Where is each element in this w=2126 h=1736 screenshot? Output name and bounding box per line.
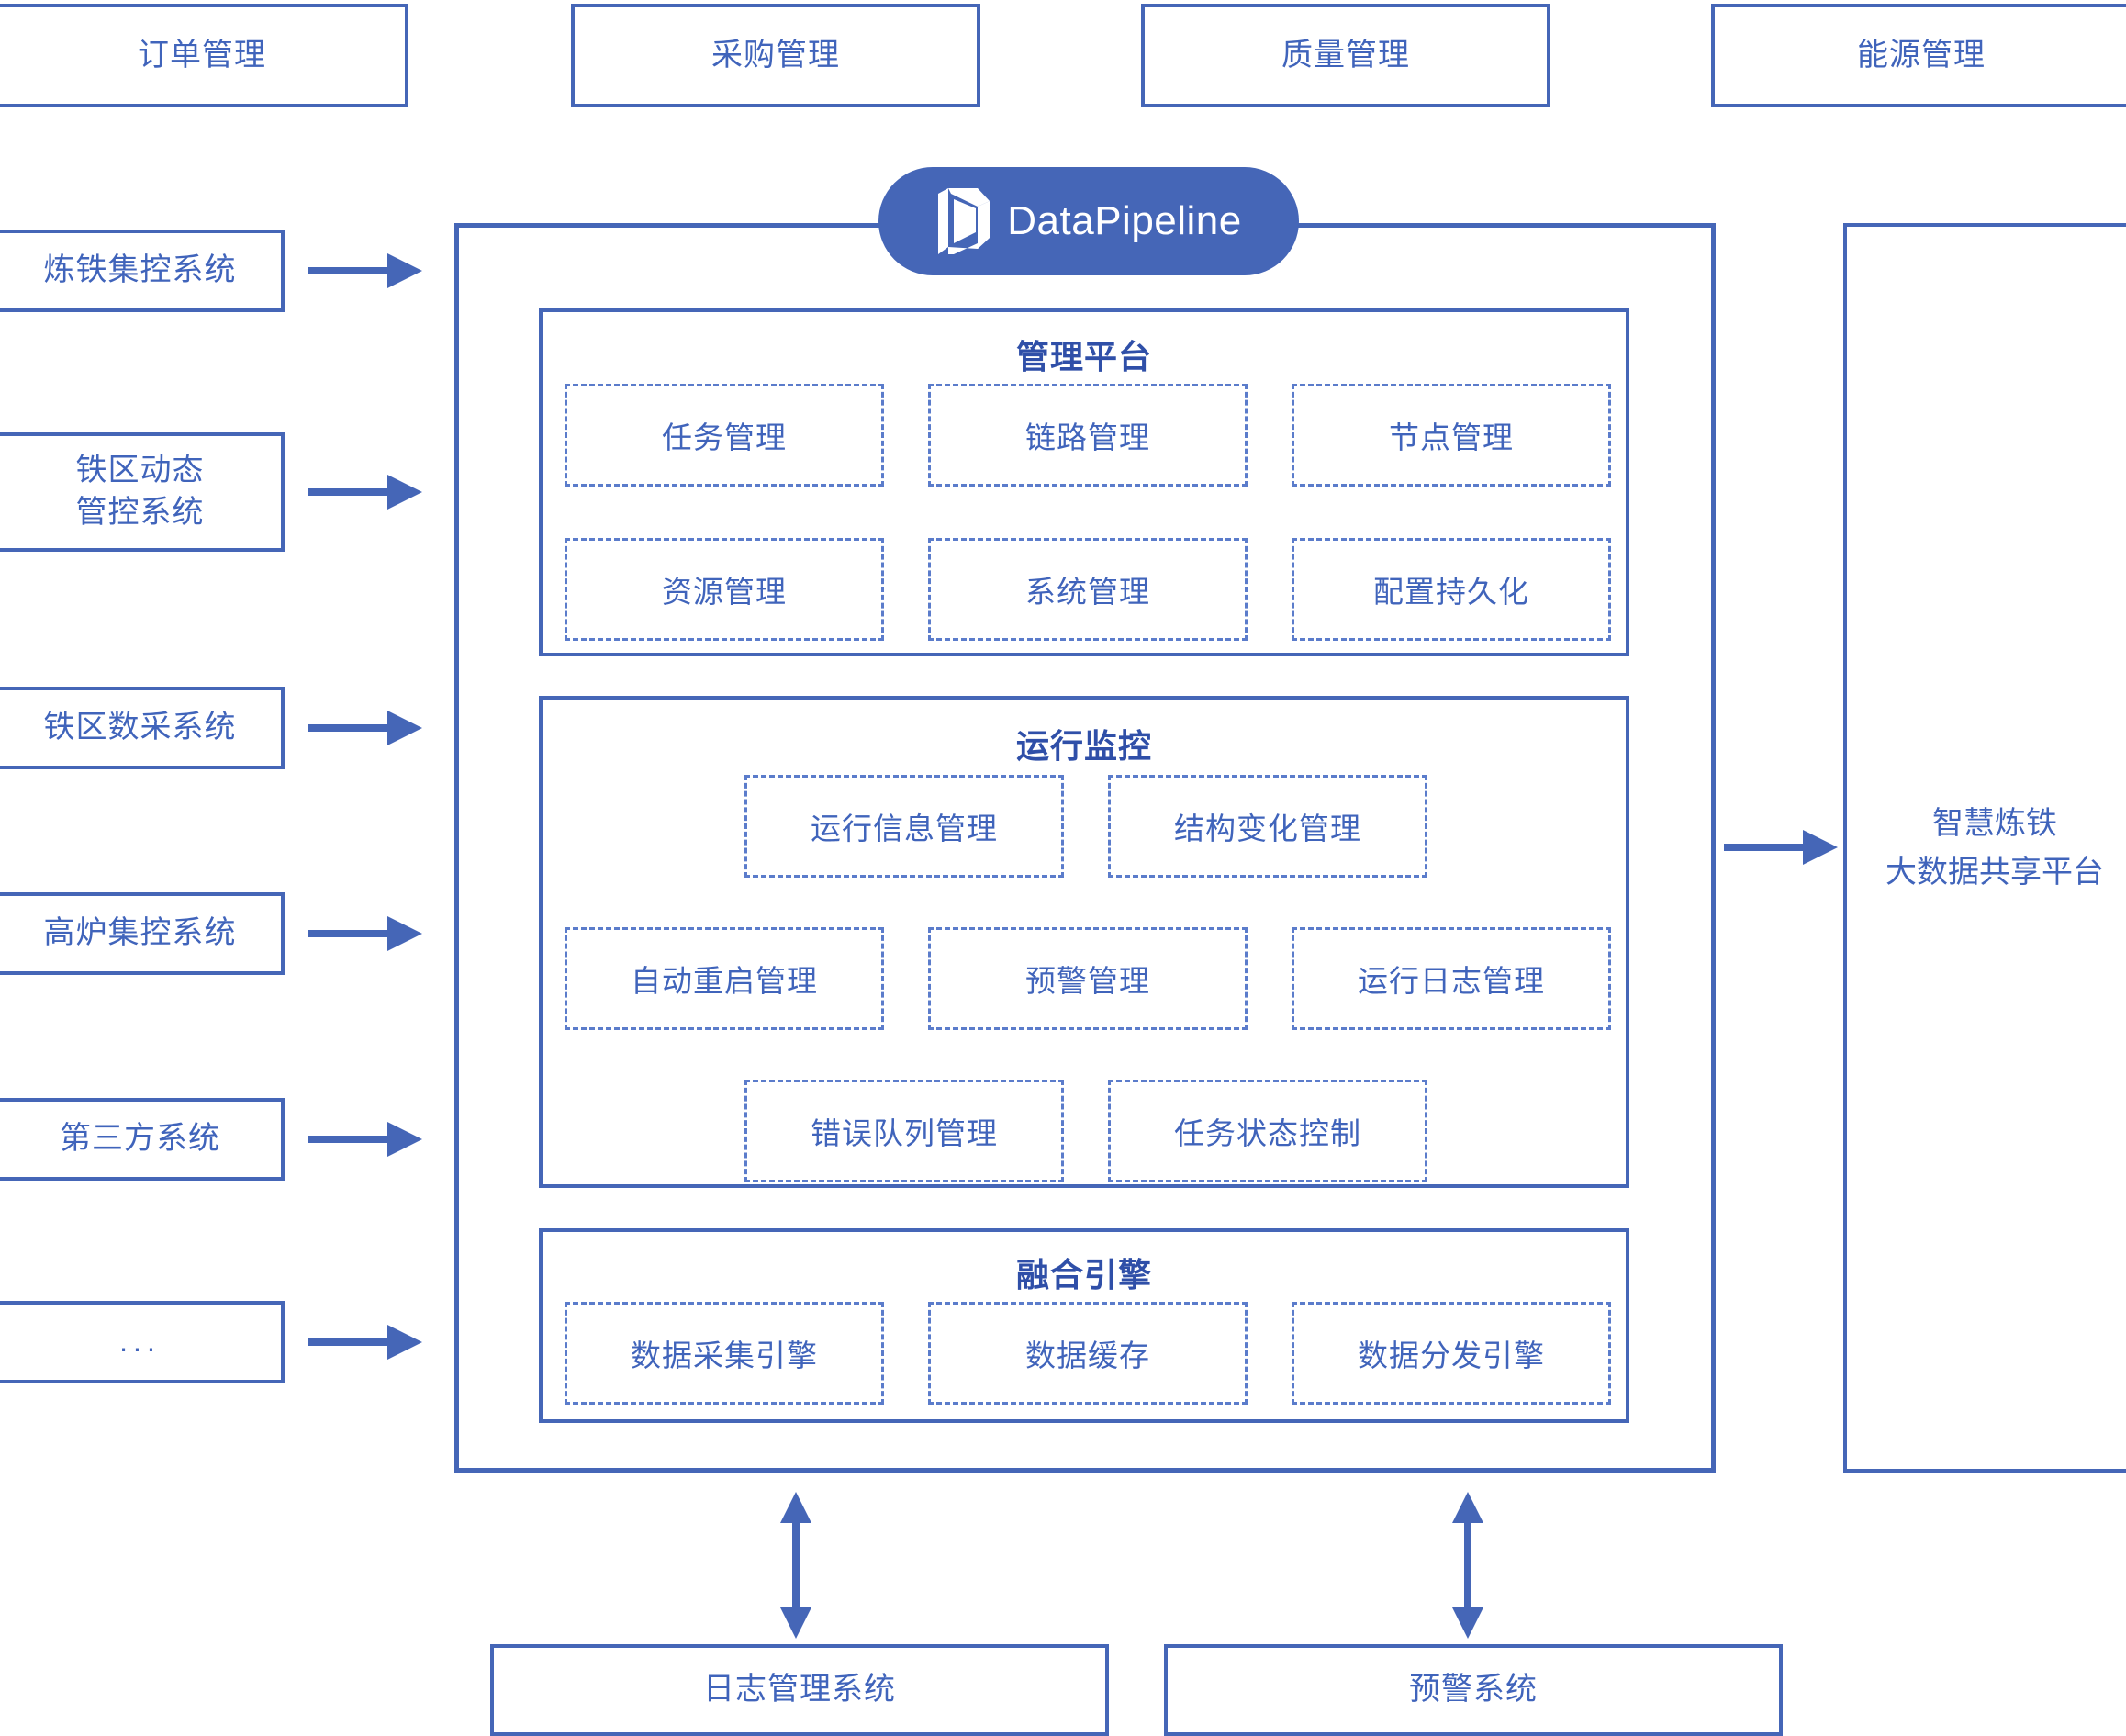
module-label: 任务管理 bbox=[662, 420, 787, 454]
module-label: 运行日志管理 bbox=[1358, 964, 1545, 998]
source-system-iron-area-data-collection[interactable]: 铁区数采系统 bbox=[0, 687, 285, 769]
section-fusion-engine: 融合引擎 数据采集引擎 数据缓存 数据分发引擎 bbox=[539, 1228, 1629, 1423]
source-system-label: 第三方系统 bbox=[60, 1121, 220, 1157]
module-task-management[interactable]: 任务管理 bbox=[565, 384, 884, 487]
module-system-management[interactable]: 系统管理 bbox=[928, 538, 1248, 641]
bidirectional-arrow-alert-system bbox=[1448, 1492, 1488, 1639]
bottom-system-label: 日志管理系统 bbox=[703, 1672, 896, 1708]
inbound-arrow-4 bbox=[308, 913, 422, 954]
top-system-quality-management[interactable]: 质量管理 bbox=[1141, 4, 1550, 107]
inbound-arrow-6 bbox=[308, 1322, 422, 1362]
module-label: 链路管理 bbox=[1025, 420, 1150, 454]
datapipeline-logo-text: DataPipeline bbox=[1007, 198, 1242, 243]
source-system-iron-area-dynamic-control[interactable]: 铁区动态 管控系统 bbox=[0, 432, 285, 552]
section-operations-monitoring: 运行监控 运行信息管理 结构变化管理 自动重启管理 预警管理 运行日志管理 错误… bbox=[539, 696, 1629, 1188]
module-auto-restart-management[interactable]: 自动重启管理 bbox=[565, 927, 884, 1030]
module-label: 数据分发引擎 bbox=[1358, 1338, 1545, 1372]
inbound-arrow-5 bbox=[308, 1119, 422, 1159]
section-title: 管理平台 bbox=[1015, 338, 1152, 375]
source-system-label: 炼铁集控系统 bbox=[43, 252, 237, 288]
module-label: 系统管理 bbox=[1025, 575, 1150, 609]
module-node-management[interactable]: 节点管理 bbox=[1292, 384, 1611, 487]
datapipeline-logo: DataPipeline bbox=[878, 167, 1299, 275]
module-label: 节点管理 bbox=[1389, 420, 1514, 454]
top-system-label: 采购管理 bbox=[711, 37, 840, 73]
module-data-distribution-engine[interactable]: 数据分发引擎 bbox=[1292, 1302, 1611, 1405]
bottom-system-alert[interactable]: 预警系统 bbox=[1164, 1644, 1783, 1736]
source-system-label: 铁区数采系统 bbox=[43, 710, 237, 745]
top-system-procurement-management[interactable]: 采购管理 bbox=[571, 4, 980, 107]
module-runtime-log-management[interactable]: 运行日志管理 bbox=[1292, 927, 1611, 1030]
smart-ironmaking-bigdata-sharing-platform[interactable]: 智慧炼铁 大数据共享平台 bbox=[1843, 223, 2126, 1473]
module-label: 配置持久化 bbox=[1373, 575, 1529, 609]
source-system-label: ... bbox=[119, 1325, 161, 1359]
source-system-third-party[interactable]: 第三方系统 bbox=[0, 1098, 285, 1181]
module-error-queue-management[interactable]: 错误队列管理 bbox=[744, 1080, 1064, 1182]
section-management-platform: 管理平台 任务管理 链路管理 节点管理 资源管理 系统管理 配置持久化 bbox=[539, 308, 1629, 656]
top-system-label: 能源管理 bbox=[1857, 37, 1986, 73]
module-label: 预警管理 bbox=[1025, 964, 1150, 998]
module-structure-change-management[interactable]: 结构变化管理 bbox=[1108, 775, 1427, 878]
section-title: 运行监控 bbox=[1015, 727, 1152, 765]
module-label: 任务状态控制 bbox=[1174, 1116, 1361, 1150]
datapipeline-prism-icon bbox=[938, 188, 990, 254]
inbound-arrow-1 bbox=[308, 251, 422, 291]
module-label: 数据缓存 bbox=[1025, 1338, 1150, 1372]
source-system-blast-furnace-central-control[interactable]: 高炉集控系统 bbox=[0, 892, 285, 975]
top-system-energy-management[interactable]: 能源管理 bbox=[1711, 4, 2126, 107]
module-label: 结构变化管理 bbox=[1174, 812, 1361, 846]
right-platform-label-line2: 大数据共享平台 bbox=[1885, 854, 2104, 890]
module-link-management[interactable]: 链路管理 bbox=[928, 384, 1248, 487]
outbound-arrow-to-shared-platform bbox=[1724, 827, 1838, 868]
module-task-state-control[interactable]: 任务状态控制 bbox=[1108, 1080, 1427, 1182]
bottom-system-label: 预警系统 bbox=[1409, 1672, 1538, 1708]
right-platform-label-line1: 智慧炼铁 bbox=[1932, 805, 2057, 841]
module-label: 数据采集引擎 bbox=[631, 1338, 818, 1372]
module-label: 自动重启管理 bbox=[631, 964, 818, 998]
module-label: 错误队列管理 bbox=[811, 1116, 998, 1150]
module-alert-management[interactable]: 预警管理 bbox=[928, 927, 1248, 1030]
bidirectional-arrow-log-system bbox=[776, 1492, 816, 1639]
inbound-arrow-3 bbox=[308, 708, 422, 748]
module-data-collection-engine[interactable]: 数据采集引擎 bbox=[565, 1302, 884, 1405]
bottom-system-log-management[interactable]: 日志管理系统 bbox=[490, 1644, 1109, 1736]
source-system-label-line2: 管控系统 bbox=[75, 495, 205, 530]
module-label: 运行信息管理 bbox=[811, 812, 998, 846]
inbound-arrow-2 bbox=[308, 472, 422, 512]
top-system-label: 质量管理 bbox=[1281, 37, 1410, 73]
top-system-label: 订单管理 bbox=[138, 37, 266, 73]
module-label: 资源管理 bbox=[662, 575, 787, 609]
module-runtime-info-management[interactable]: 运行信息管理 bbox=[744, 775, 1064, 878]
source-system-label-line1: 铁区动态 bbox=[75, 453, 205, 488]
source-system-label: 高炉集控系统 bbox=[43, 915, 237, 951]
module-data-cache[interactable]: 数据缓存 bbox=[928, 1302, 1248, 1405]
source-system-others[interactable]: ... bbox=[0, 1301, 285, 1383]
source-system-ironmaking-central-control[interactable]: 炼铁集控系统 bbox=[0, 230, 285, 312]
module-resource-management[interactable]: 资源管理 bbox=[565, 538, 884, 641]
module-config-persistence[interactable]: 配置持久化 bbox=[1292, 538, 1611, 641]
top-system-order-management[interactable]: 订单管理 bbox=[0, 4, 408, 107]
section-title: 融合引擎 bbox=[1015, 1256, 1152, 1294]
